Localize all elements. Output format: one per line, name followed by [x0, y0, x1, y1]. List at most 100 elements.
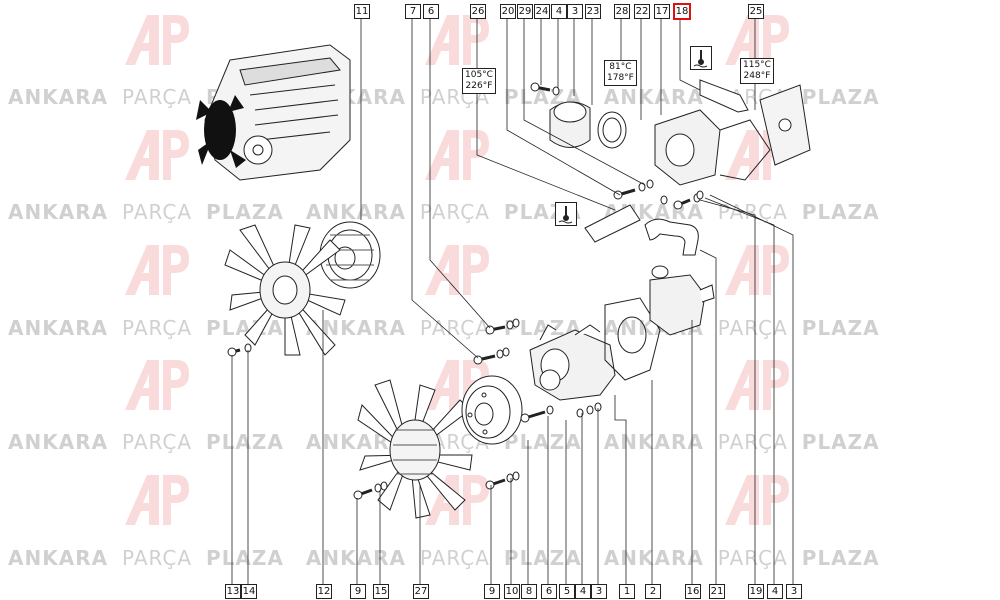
callout-top-25[interactable]: 25	[748, 4, 764, 19]
callout-bottom-19[interactable]: 19	[748, 584, 764, 599]
callout-top-20[interactable]: 20	[500, 4, 516, 19]
callout-bottom-3b[interactable]: 3	[786, 584, 802, 599]
ap-logo	[425, 130, 489, 180]
temperature-fahrenheit: 226°F	[465, 81, 493, 91]
watermark-text: ANKARA	[8, 85, 109, 109]
callout-top-22[interactable]: 22	[634, 4, 650, 19]
watermark-text: ANKARA	[305, 200, 406, 224]
watermark-text: PARÇA	[717, 316, 788, 340]
watermark-text: PARÇA	[717, 430, 788, 454]
bolt-head	[485, 480, 495, 490]
ap-logo	[425, 15, 489, 65]
watermark-text: PLAZA	[206, 546, 284, 570]
callout-bottom-4b[interactable]: 4	[767, 584, 783, 599]
ap-logo	[425, 245, 489, 295]
callout-bottom-3[interactable]: 3	[591, 584, 607, 599]
leader-line	[704, 197, 775, 584]
watermark-text: PLAZA	[206, 316, 284, 340]
callout-bottom-9b[interactable]: 9	[484, 584, 500, 599]
washer	[506, 473, 514, 483]
callout-bottom-12[interactable]: 12	[316, 584, 332, 599]
bolt-head	[473, 355, 483, 365]
washer	[496, 349, 504, 359]
watermark-text: PARÇA	[717, 546, 788, 570]
watermark-row: ANKARA PARÇA PLAZA ANKARA PARÇA PLAZA AN…	[0, 85, 1000, 111]
leader-line	[429, 18, 491, 329]
engine-block	[196, 44, 351, 181]
watermark-text: ANKARA	[603, 546, 704, 570]
callout-top-28[interactable]: 28	[614, 4, 630, 19]
pump-gasket	[604, 297, 661, 381]
callout-top-3[interactable]: 3	[567, 4, 583, 19]
callout-top-11[interactable]: 11	[354, 4, 370, 19]
callout-bottom-1[interactable]: 1	[619, 584, 635, 599]
water-pump	[529, 324, 616, 401]
temperature-fahrenheit: 178°F	[607, 73, 634, 83]
callout-bottom-16[interactable]: 16	[685, 584, 701, 599]
watermark-text: PARÇA	[419, 316, 490, 340]
washer	[380, 481, 388, 491]
callout-top-18-selected[interactable]: 18	[673, 3, 691, 20]
watermark-text: PLAZA	[801, 85, 880, 109]
temperature-celsius: 105°C	[465, 70, 493, 80]
callout-bottom-10[interactable]: 10	[504, 584, 520, 599]
callout-top-7[interactable]: 7	[405, 4, 421, 19]
bolt-head	[353, 490, 363, 500]
washer	[502, 347, 510, 357]
callout-top-26[interactable]: 26	[470, 4, 486, 19]
callout-top-17[interactable]: 17	[654, 4, 670, 19]
callout-bottom-9[interactable]: 9	[350, 584, 366, 599]
temperature-celsius: 115°C	[743, 60, 771, 70]
hose	[644, 218, 699, 256]
callout-bottom-13[interactable]: 13	[225, 584, 241, 599]
callout-bottom-27[interactable]: 27	[413, 584, 429, 599]
temperature-label-115: 115°C 248°F	[740, 58, 774, 84]
callout-bottom-4[interactable]: 4	[575, 584, 591, 599]
watermark-text: ANKARA	[8, 316, 109, 340]
callout-bottom-2[interactable]: 2	[645, 584, 661, 599]
callout-bottom-8[interactable]: 8	[521, 584, 537, 599]
callout-top-23[interactable]: 23	[585, 4, 601, 19]
leader-line	[699, 249, 717, 584]
leader-line	[476, 18, 616, 211]
washer	[506, 320, 514, 330]
watermark-text: PLAZA	[503, 430, 582, 454]
watermark-row: ANKARA PARÇA PLAZA ANKARA PARÇA PLAZA AN…	[0, 546, 1000, 572]
temperature-celsius: 81°C	[609, 62, 632, 72]
washer	[512, 318, 520, 328]
temperature-fahrenheit: 248°F	[743, 71, 771, 81]
callout-bottom-5[interactable]: 5	[559, 584, 575, 599]
leader-line	[523, 18, 646, 186]
temperature-label-105: 105°C 226°F	[462, 68, 496, 94]
callout-bottom-21[interactable]: 21	[709, 584, 725, 599]
ap-logo	[125, 360, 189, 410]
bolts	[227, 82, 704, 500]
ap-logo	[725, 15, 789, 65]
temperature-label-81: 81°C 178°F	[604, 60, 637, 86]
watermark-text: PLAZA	[503, 546, 582, 570]
watermark-text: PLAZA	[206, 430, 284, 454]
washer	[696, 190, 704, 200]
callout-bottom-15[interactable]: 15	[373, 584, 389, 599]
callout-top-24[interactable]: 24	[534, 4, 550, 19]
engine-fan-silhouette	[196, 95, 246, 168]
leader-line	[506, 18, 621, 196]
callout-bottom-6[interactable]: 6	[541, 584, 557, 599]
callout-top-6[interactable]: 6	[423, 4, 439, 19]
pump-housing	[649, 265, 715, 336]
ap-logo	[125, 245, 189, 295]
watermark-text: ANKARA	[603, 430, 704, 454]
leader-lines	[231, 18, 794, 584]
watermark-text: PARÇA	[419, 546, 490, 570]
watermark-text: PARÇA	[122, 430, 193, 454]
leader-line	[411, 18, 479, 359]
large-fan	[224, 224, 346, 356]
watermark-text: ANKARA	[8, 546, 109, 570]
callout-top-29[interactable]: 29	[517, 4, 533, 19]
bolt-head	[485, 325, 495, 335]
callout-bottom-14[interactable]: 14	[241, 584, 257, 599]
watermark-text: PARÇA	[122, 316, 193, 340]
ap-logo	[125, 130, 189, 180]
watermark-text: PLAZA	[801, 316, 880, 340]
callout-top-4[interactable]: 4	[551, 4, 567, 19]
